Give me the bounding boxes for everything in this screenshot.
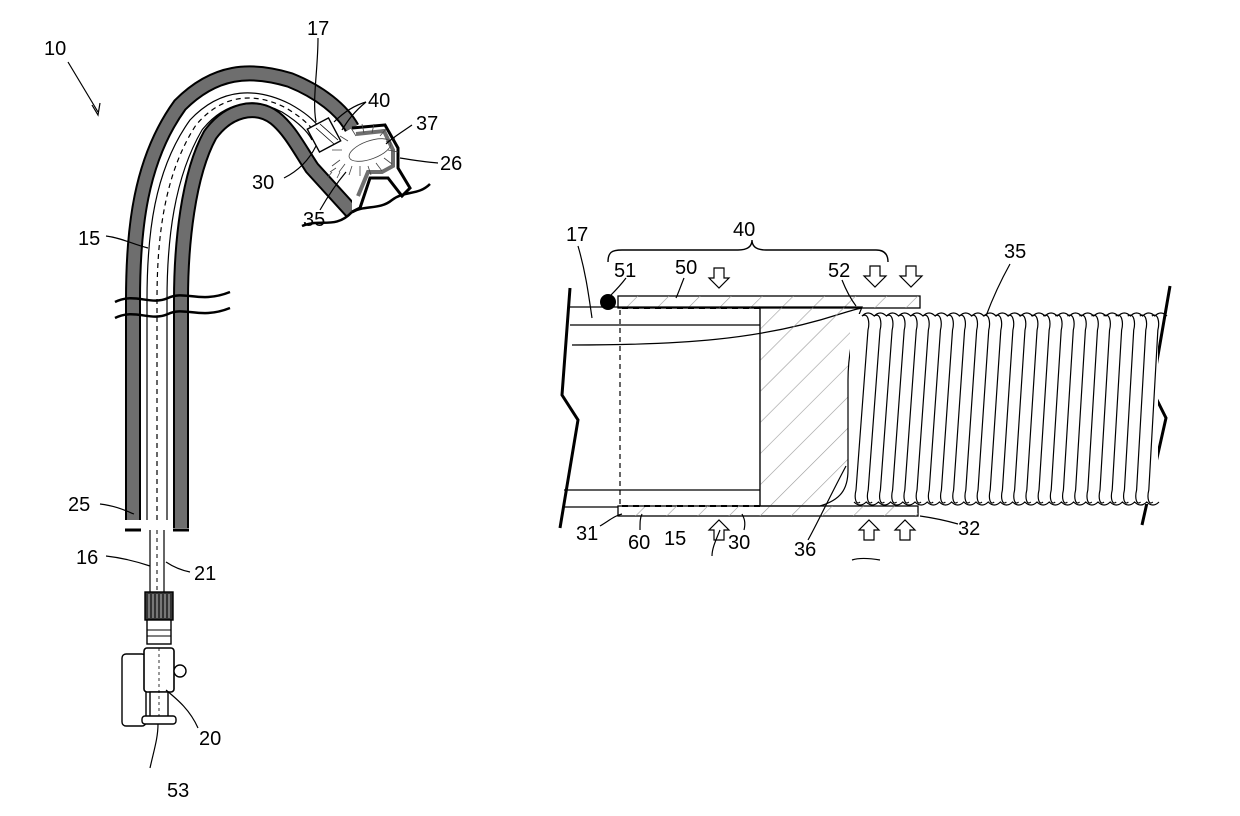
ref-30: 30: [728, 532, 750, 554]
ref-40: 40: [733, 219, 755, 241]
left-break-edge: [560, 288, 578, 528]
marker-51: [600, 294, 616, 310]
brace-40: [608, 240, 888, 262]
ref-20: 20: [199, 728, 221, 750]
ref-37: 37: [416, 113, 438, 135]
ref-35: 35: [303, 209, 325, 231]
ref-15: 15: [664, 528, 686, 550]
ref-17: 17: [307, 18, 329, 40]
ref-51: 51: [614, 260, 636, 282]
sheath-tube: [125, 73, 410, 530]
ref-16: 16: [76, 547, 98, 569]
figure-right-section: 17 40 51 50 52 35 31 60 15 30 36 32: [560, 219, 1170, 561]
reference-numerals-left: 10 17 40 37 26 30 35 15 25 16 21 20 53: [44, 18, 462, 802]
ref-26: 26: [440, 153, 462, 175]
ref-32: 32: [958, 518, 980, 540]
ref-35: 35: [1004, 241, 1026, 263]
ref-10: 10: [44, 38, 66, 60]
figure-left-device: 10 17 40 37 26 30 35 15 25 16 21 20 53: [44, 18, 462, 802]
ref-52: 52: [828, 260, 850, 282]
ribbed-tube-35: [850, 313, 1167, 505]
ref-53: 53: [167, 780, 189, 802]
ref-15: 15: [78, 228, 100, 250]
hub-connector: [122, 530, 186, 726]
stent-element: [307, 118, 340, 152]
ref-36: 36: [794, 539, 816, 561]
ref-31: 31: [576, 523, 598, 545]
ref-25: 25: [68, 494, 90, 516]
ref-60: 60: [628, 532, 650, 554]
transition-36: [760, 307, 862, 506]
ref-50: 50: [675, 257, 697, 279]
ref-30: 30: [252, 172, 274, 194]
ref-17: 17: [566, 224, 588, 246]
strut-dashes: [622, 308, 760, 506]
ref-21: 21: [194, 563, 216, 585]
ref-40: 40: [368, 90, 390, 112]
